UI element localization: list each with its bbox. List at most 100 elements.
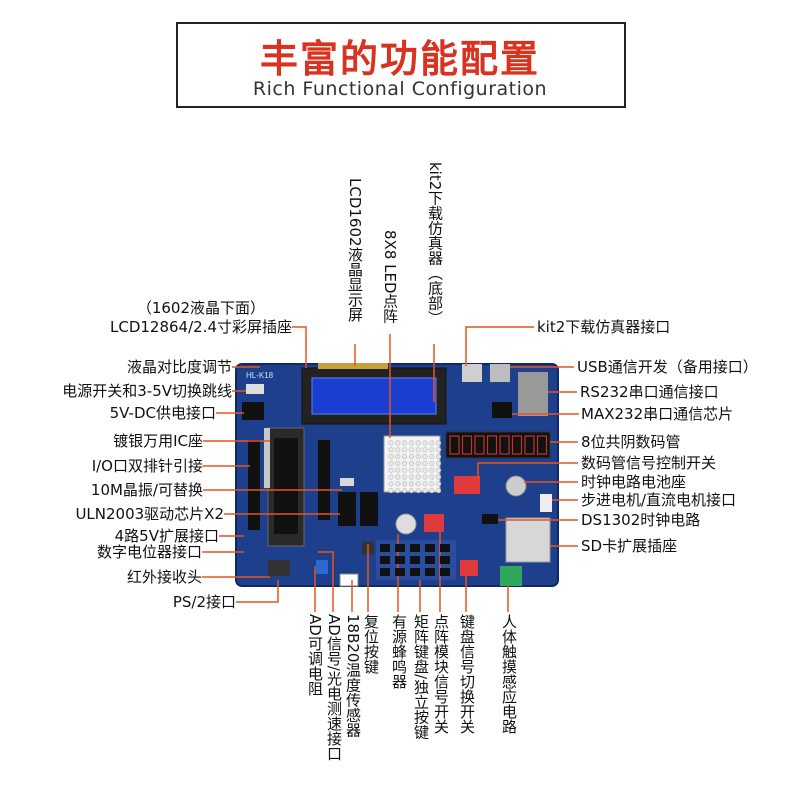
label-dc-power: 5V-DC供电接口 xyxy=(109,404,216,422)
led-dot xyxy=(436,460,442,466)
led-dot xyxy=(429,447,435,453)
led-dot xyxy=(402,481,408,487)
keypad-key xyxy=(440,568,450,576)
motor-header xyxy=(540,494,552,512)
rs232-port xyxy=(518,372,548,416)
led-dot xyxy=(415,447,421,453)
label-crystal: 10M晶振/可替换 xyxy=(90,481,203,499)
label-kit2-bottom: kit2下载仿真器（底部） xyxy=(426,162,444,326)
board-model-label: HL-K18 xyxy=(246,371,274,380)
led-dot xyxy=(415,460,421,466)
label-ds18b20: 18B20温度传感器 xyxy=(344,614,362,738)
led-dot xyxy=(408,440,414,446)
label-ir-receiver: 红外接收头 xyxy=(126,568,202,586)
label-lcd1602: LCD1602液晶显示屏 xyxy=(346,178,364,322)
dip-switch-dot xyxy=(424,514,444,532)
label-ext5v: 4路5V扩展接口 xyxy=(114,527,219,545)
led-dot xyxy=(415,481,421,487)
battery-holder xyxy=(505,475,527,497)
label-dot-switch: 点阵模块信号开关 xyxy=(432,614,450,734)
kit2-port xyxy=(490,364,510,382)
label-buzzer: 有源蜂鸣器 xyxy=(390,614,408,689)
led-dot xyxy=(408,481,414,487)
keypad-key xyxy=(395,544,405,552)
led-dot xyxy=(422,474,428,480)
led-dot xyxy=(429,467,435,473)
led-dot xyxy=(415,474,421,480)
label-power-switch: 电源开关和3-5V切换跳线 xyxy=(62,382,232,400)
led-dot xyxy=(408,454,414,460)
led-dot xyxy=(429,454,435,460)
ds18b20-socket xyxy=(339,573,359,587)
led-dot xyxy=(422,440,428,446)
label-seg-switch: 数码管信号控制开关 xyxy=(581,454,717,472)
led-dot xyxy=(422,460,428,466)
led-dot xyxy=(408,474,414,480)
led-dot xyxy=(395,460,401,466)
led-dot xyxy=(422,488,428,494)
label-zif-socket: 镀银万用IC座 xyxy=(113,432,203,450)
seven-seg-digit xyxy=(524,435,535,455)
led-dot xyxy=(415,440,421,446)
label-sd: SD卡扩展插座 xyxy=(581,537,678,555)
dip-switch-seg xyxy=(454,476,480,494)
led-dot xyxy=(388,474,394,480)
led-dot xyxy=(429,474,435,480)
led-dot xyxy=(415,454,421,460)
led-dot xyxy=(422,454,428,460)
led-dot xyxy=(395,454,401,460)
led-dot xyxy=(402,460,408,466)
leader-lines xyxy=(202,326,579,612)
sd-socket xyxy=(505,517,551,563)
ds1302-chip xyxy=(482,514,498,524)
led-dot xyxy=(422,467,428,473)
seven-seg-digit xyxy=(461,435,473,455)
label-kit2-port: kit2下载仿真器接口 xyxy=(537,318,671,336)
label-lcd-note: （1602液晶下面） xyxy=(136,299,265,317)
keypad-key xyxy=(425,544,435,552)
lcd1602-pins xyxy=(318,363,388,369)
lcd1602-screen xyxy=(311,377,437,415)
keypad-key xyxy=(440,544,450,552)
led-dot xyxy=(429,460,435,466)
label-led8x8: 8X8 LED点阵 xyxy=(381,230,399,324)
label-pot-conn: 数字电位器接口 xyxy=(96,543,202,561)
keypad-key xyxy=(425,568,435,576)
label-contrast: 液晶对比度调节 xyxy=(126,358,232,376)
led-dot xyxy=(429,440,435,446)
page-subtitle: Rich Functional Configuration xyxy=(0,78,800,100)
led-dot xyxy=(436,454,442,460)
led-dot xyxy=(429,488,435,494)
io-header-left xyxy=(248,440,260,530)
led-dot xyxy=(388,460,394,466)
led-dot xyxy=(436,481,442,487)
led-dot xyxy=(388,440,394,446)
seven-seg-digit xyxy=(511,435,523,455)
led-dot xyxy=(402,488,408,494)
led-dot xyxy=(408,467,414,473)
led-dot xyxy=(402,454,408,460)
zif-lever xyxy=(264,428,270,488)
seven-seg-digit xyxy=(449,435,460,455)
led-dot xyxy=(395,488,401,494)
keypad-key xyxy=(380,544,390,552)
label-ds1302: DS1302时钟电路 xyxy=(581,511,701,529)
page-subtitle-text: Rich Functional Configuration xyxy=(244,78,556,100)
label-motor: 步进电机/直流电机接口 xyxy=(581,491,737,509)
led-dot xyxy=(395,481,401,487)
io-header-right xyxy=(318,440,330,520)
keypad-key xyxy=(440,556,450,564)
seven-seg-digit xyxy=(474,435,485,455)
led-dot xyxy=(436,447,442,453)
keypad-key xyxy=(395,556,405,564)
led-dot xyxy=(436,474,442,480)
keypad-key xyxy=(410,544,420,552)
label-ad-pot: AD可调电阻 xyxy=(306,614,324,696)
label-uln2003: ULN2003驱动芯片X2 xyxy=(75,505,224,523)
label-io-header: I/O口双排针引接 xyxy=(91,457,203,475)
keypad-key xyxy=(380,568,390,576)
seven-seg-digit xyxy=(486,435,498,455)
usb-port xyxy=(462,364,482,382)
led-dot xyxy=(408,460,414,466)
